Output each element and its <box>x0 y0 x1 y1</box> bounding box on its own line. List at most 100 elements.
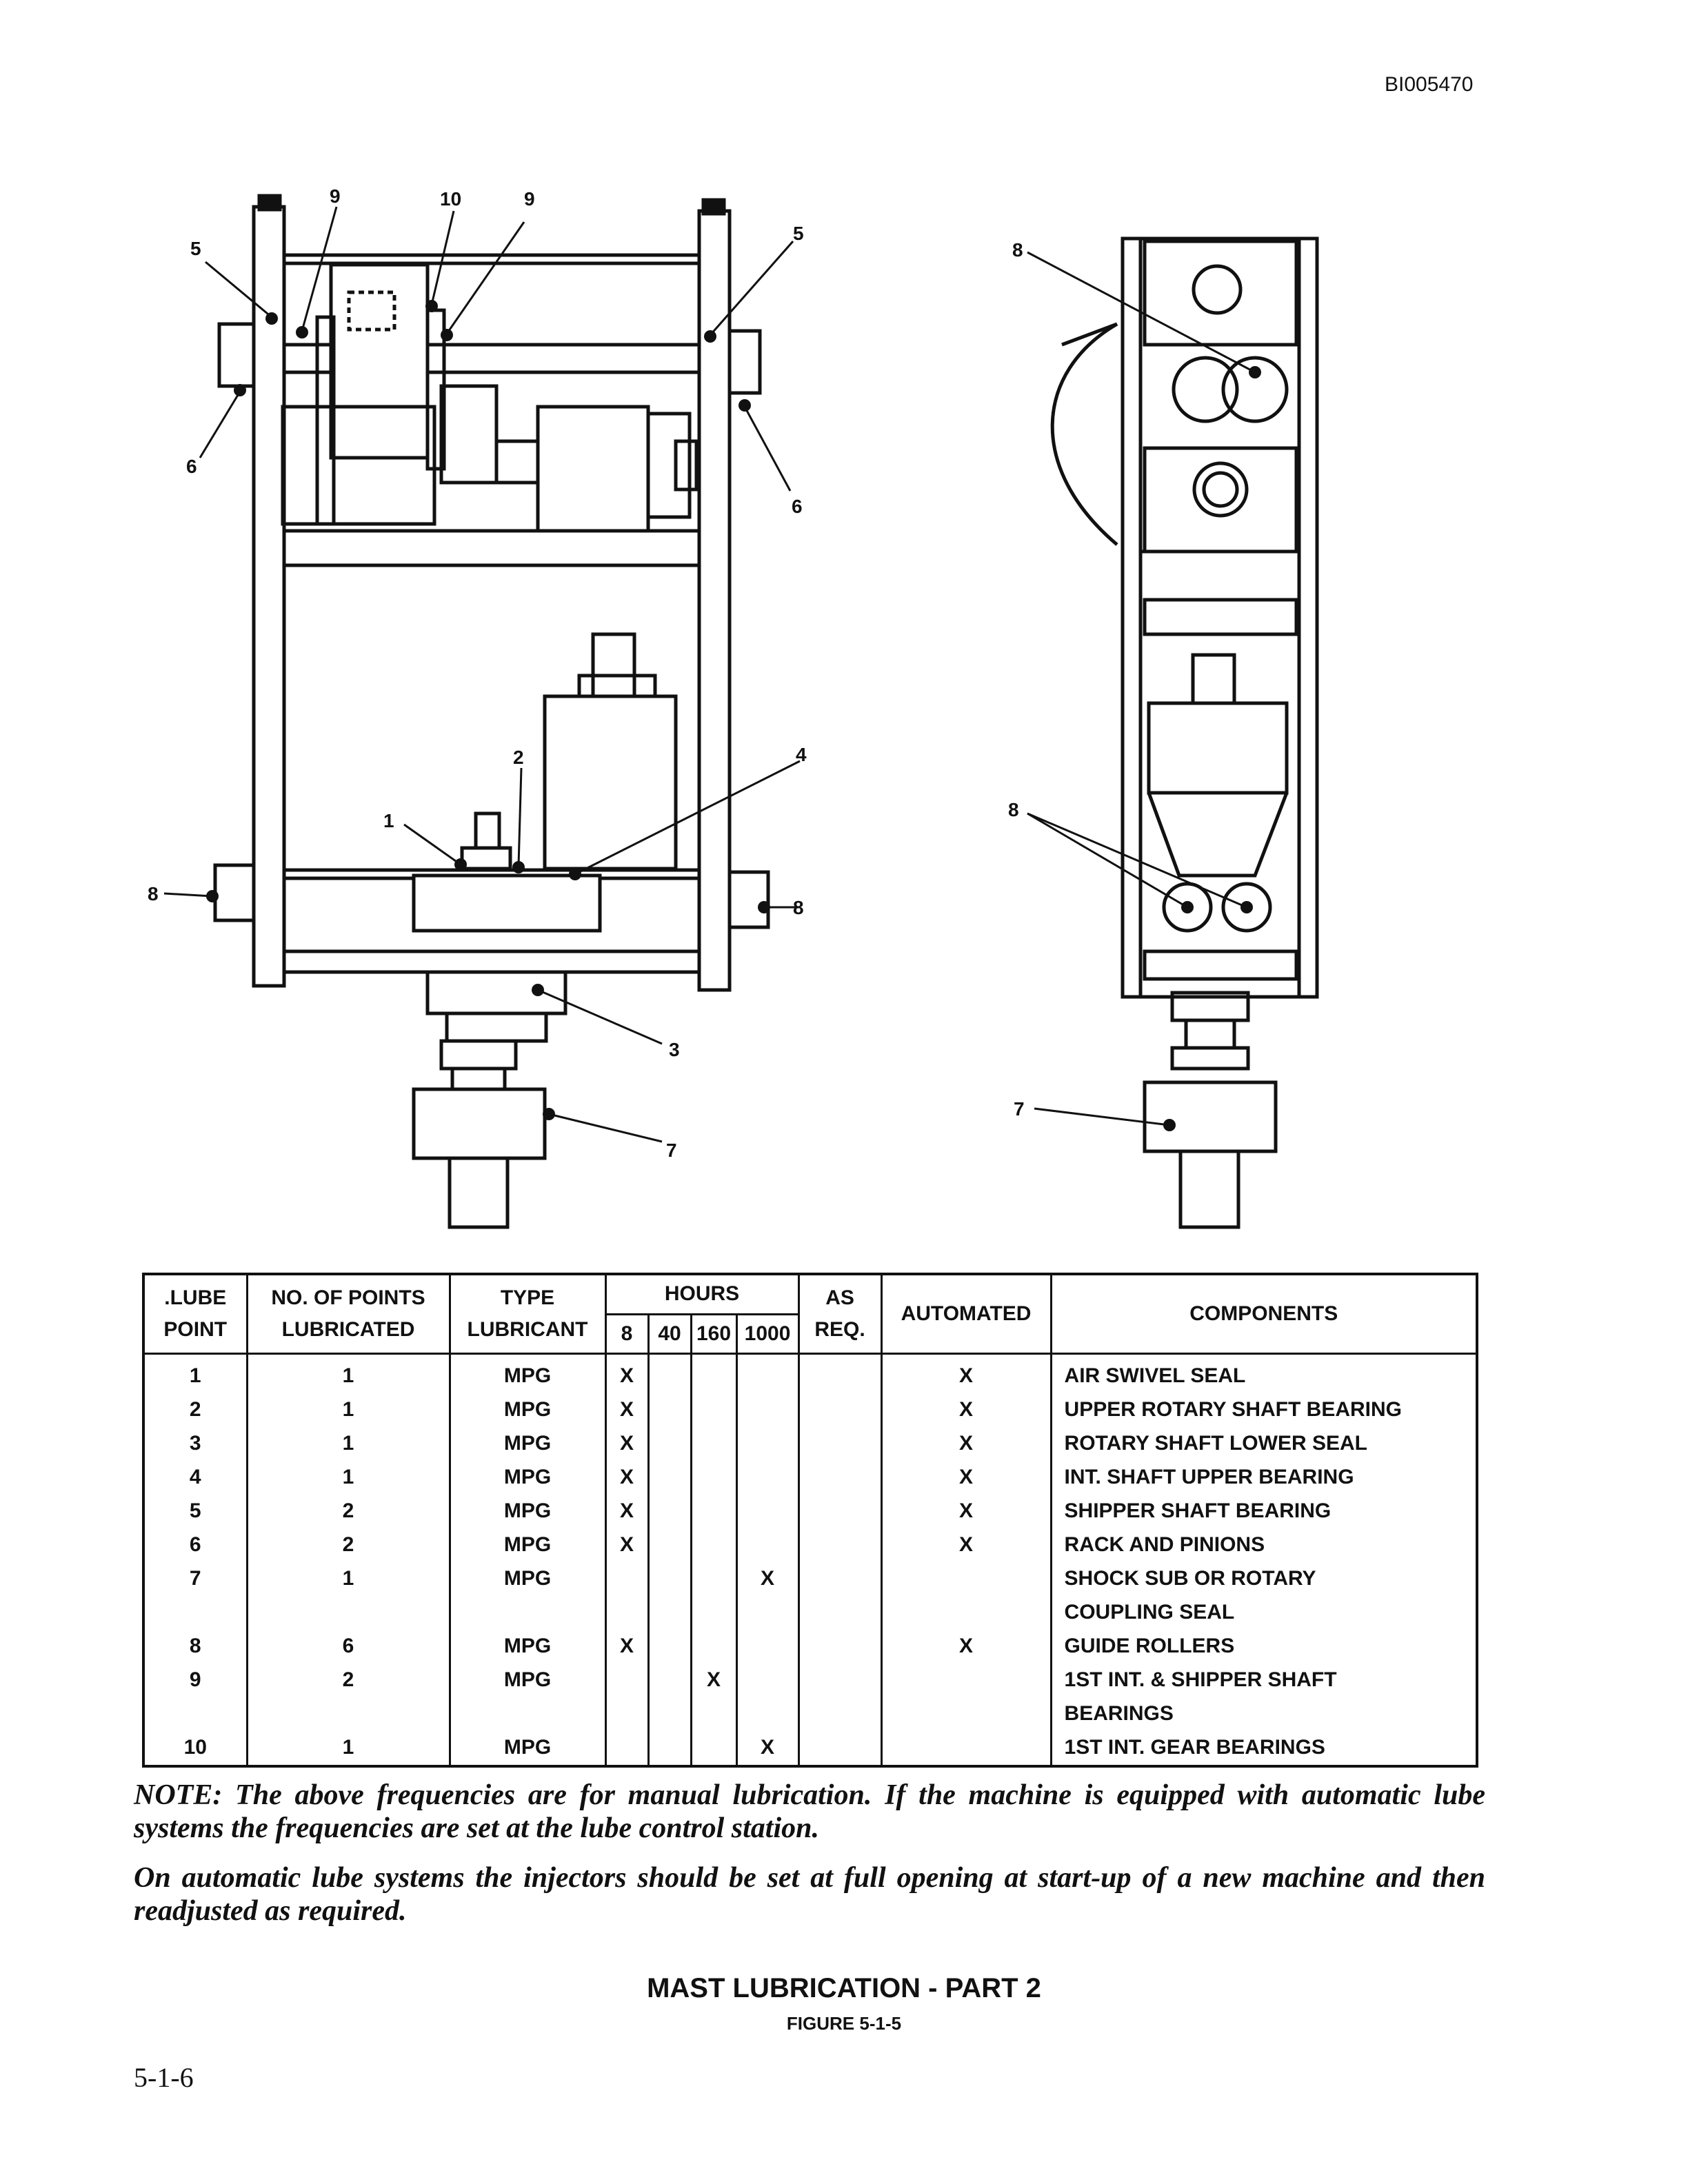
cell-lube-point: 8 <box>142 1629 248 1664</box>
cell-hours-1000 <box>735 1629 800 1664</box>
cell-hours-1000 <box>735 1426 800 1461</box>
cell-lube-point: 9 <box>142 1663 248 1697</box>
front-view-mast <box>213 194 770 1229</box>
cell-hours-40 <box>647 1494 692 1528</box>
cell-component: COUPLING SEAL <box>1049 1595 1478 1630</box>
cell-as-required <box>797 1528 883 1562</box>
cell-hours-8 <box>604 1663 650 1697</box>
cell-points-lubricated: 2 <box>245 1528 451 1562</box>
callout-9-right: 9 <box>524 188 535 210</box>
cell-hours-40 <box>647 1697 692 1731</box>
callout-6-right: 6 <box>792 496 803 517</box>
cell-hours-160 <box>690 1460 738 1495</box>
cell-as-required <box>797 1663 883 1697</box>
cell-hours-160 <box>690 1353 738 1393</box>
cell-hours-40 <box>647 1595 692 1630</box>
cell-component: RACK AND PINIONS <box>1049 1528 1478 1562</box>
cell-hours-1000: X <box>735 1730 800 1766</box>
cell-points-lubricated: 6 <box>245 1629 451 1664</box>
callout-8-side-top: 8 <box>1012 239 1023 261</box>
cell-hours-40 <box>647 1353 692 1393</box>
callout-8-right: 8 <box>793 897 804 918</box>
lube-point-markers <box>206 300 1261 1131</box>
cell-points-lubricated <box>245 1595 451 1630</box>
col-components: COMPONENTS <box>1049 1273 1478 1355</box>
cell-hours-160 <box>690 1595 738 1630</box>
cell-hours-1000 <box>735 1595 800 1630</box>
leader-lines <box>163 206 1256 1143</box>
cell-points-lubricated: 2 <box>245 1663 451 1697</box>
callout-3: 3 <box>669 1039 680 1060</box>
cell-hours-1000 <box>735 1494 800 1528</box>
callout-9-left: 9 <box>330 185 341 207</box>
cell-lube-point: 4 <box>142 1460 248 1495</box>
cell-hours-160 <box>690 1730 738 1766</box>
callout-6-left: 6 <box>186 456 197 477</box>
cell-lube-point: 3 <box>142 1426 248 1461</box>
cell-hours-1000 <box>735 1393 800 1427</box>
cell-hours-8 <box>604 1730 650 1766</box>
cell-points-lubricated: 2 <box>245 1494 451 1528</box>
cell-lube-point: 10 <box>142 1730 248 1766</box>
callout-5-right: 5 <box>793 223 804 244</box>
cell-hours-40 <box>647 1393 692 1427</box>
cell-component: 1ST INT. GEAR BEARINGS <box>1049 1730 1478 1766</box>
cell-hours-8: X <box>604 1426 650 1461</box>
figure-number: FIGURE 5-1-5 <box>786 2013 902 2034</box>
cell-hours-8: X <box>604 1528 650 1562</box>
document-id: BI005470 <box>1385 73 1474 96</box>
cell-hours-1000 <box>735 1697 800 1731</box>
cell-lube-point: 5 <box>142 1494 248 1528</box>
cell-hours-8: X <box>604 1353 650 1393</box>
cell-points-lubricated: 1 <box>245 1460 451 1495</box>
cell-automated: X <box>880 1460 1052 1495</box>
cell-lubricant-type: MPG <box>448 1561 607 1596</box>
cell-hours-40 <box>647 1561 692 1596</box>
cell-points-lubricated: 1 <box>245 1426 451 1461</box>
table-row: COUPLING SEAL <box>142 1595 1478 1630</box>
cell-hours-160 <box>690 1697 738 1731</box>
cell-lubricant-type: MPG <box>448 1629 607 1664</box>
cell-points-lubricated: 1 <box>245 1730 451 1766</box>
cell-hours-40 <box>647 1663 692 1697</box>
cell-automated <box>880 1663 1052 1697</box>
cell-hours-160 <box>690 1494 738 1528</box>
cell-hours-8: X <box>604 1393 650 1427</box>
cell-hours-40 <box>647 1528 692 1562</box>
cell-as-required <box>797 1460 883 1495</box>
side-view-mast <box>1050 236 1319 1229</box>
cell-hours-1000 <box>735 1663 800 1697</box>
cell-automated <box>880 1697 1052 1731</box>
cell-automated: X <box>880 1629 1052 1664</box>
cell-as-required <box>797 1393 883 1427</box>
callout-1: 1 <box>383 810 394 831</box>
cell-hours-40 <box>647 1629 692 1664</box>
cell-lube-point: 7 <box>142 1561 248 1596</box>
cell-automated: X <box>880 1393 1052 1427</box>
cell-hours-40 <box>647 1426 692 1461</box>
cell-lubricant-type: MPG <box>448 1460 607 1495</box>
cell-lubricant-type: MPG <box>448 1528 607 1562</box>
cell-automated: X <box>880 1353 1052 1393</box>
cell-automated: X <box>880 1528 1052 1562</box>
cell-lubricant-type: MPG <box>448 1494 607 1528</box>
cell-hours-1000 <box>735 1528 800 1562</box>
cell-automated: X <box>880 1494 1052 1528</box>
cell-hours-40 <box>647 1730 692 1766</box>
cell-as-required <box>797 1595 883 1630</box>
callout-2: 2 <box>513 747 524 768</box>
cell-component: ROTARY SHAFT LOWER SEAL <box>1049 1426 1478 1461</box>
cell-automated: X <box>880 1426 1052 1461</box>
callout-5-left: 5 <box>190 238 201 259</box>
cell-component: SHOCK SUB OR ROTARY <box>1049 1561 1478 1596</box>
cell-as-required <box>797 1353 883 1393</box>
